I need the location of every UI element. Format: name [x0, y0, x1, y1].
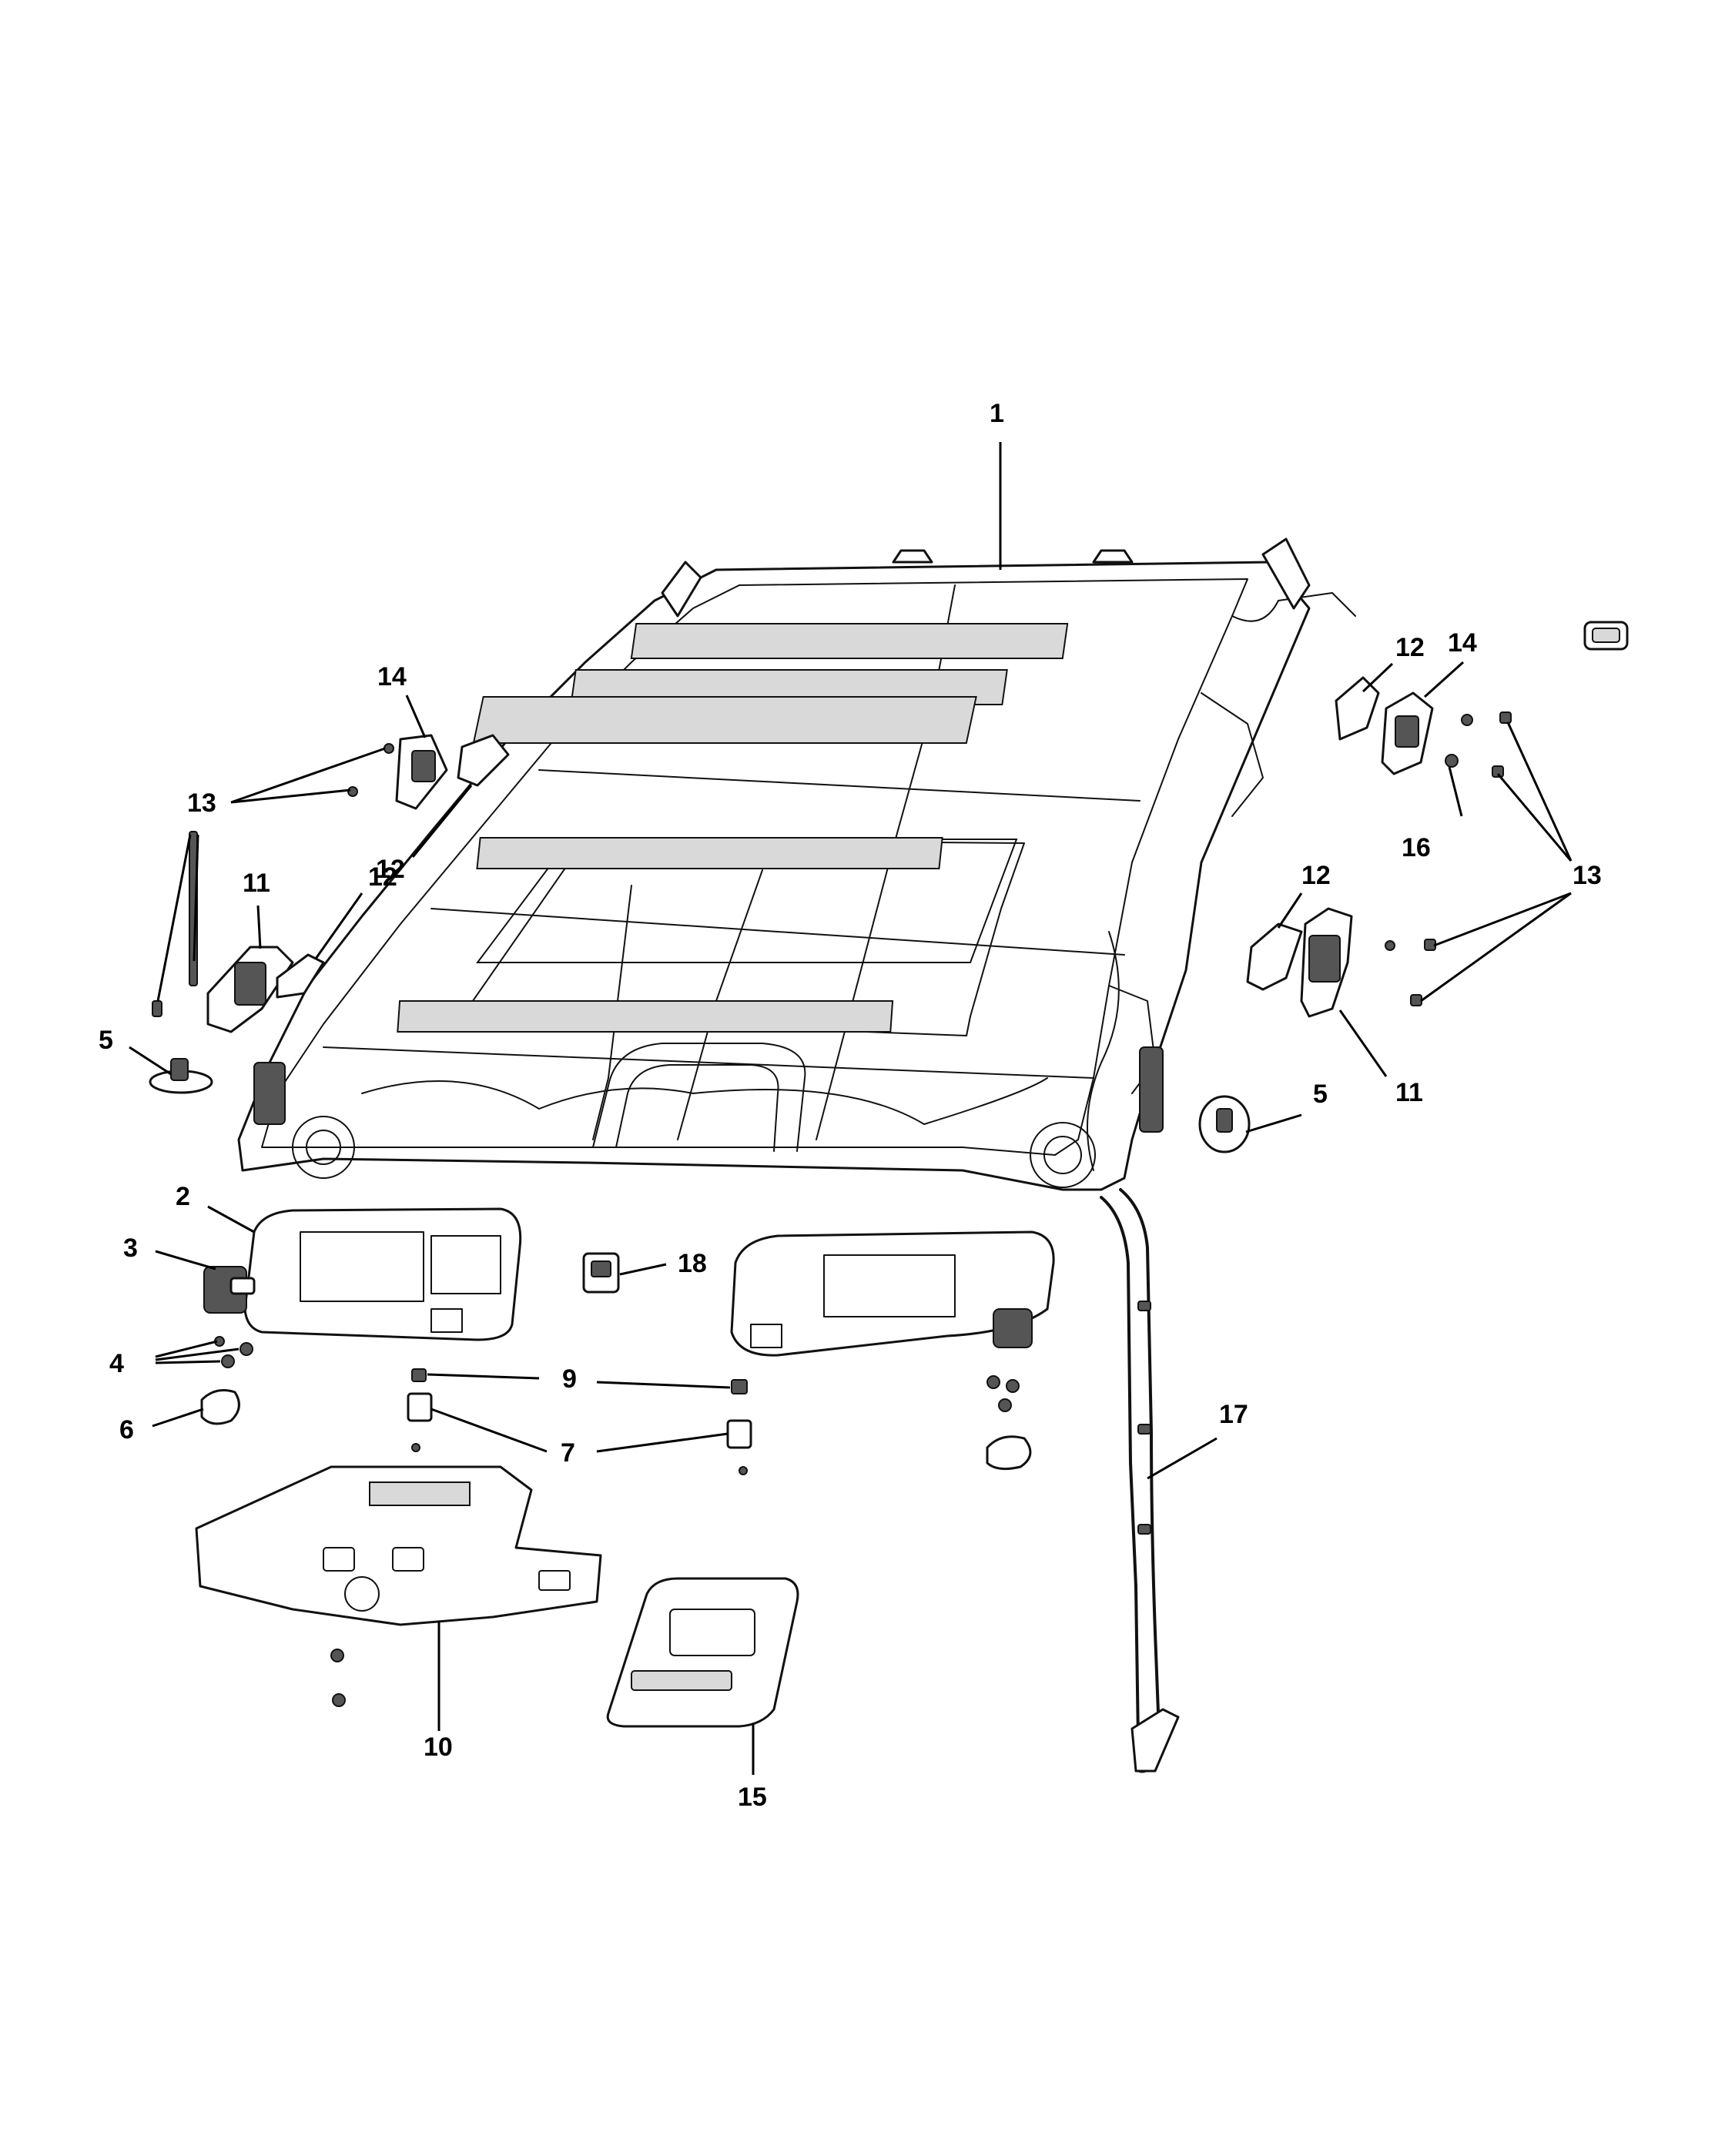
callout-4: 4 [109, 1349, 124, 1378]
visor-bracket-left [200, 1389, 240, 1425]
retainer-right [1198, 1095, 1251, 1153]
callout-16: 16 [1402, 833, 1431, 862]
screws-right-13 [1385, 711, 1512, 1006]
retainer-left [149, 1058, 213, 1094]
callout-14-left: 14 [377, 662, 407, 691]
overhead-console [606, 1577, 799, 1728]
visor-hardware-right [986, 1375, 1032, 1471]
handle-cover-left-lower [276, 953, 325, 999]
overhead-console-bracket [195, 1465, 602, 1707]
callout-15: 15 [738, 1783, 767, 1812]
callout-5-left: 5 [99, 1026, 113, 1055]
dome-lamp-lens [1583, 621, 1629, 651]
callout-3: 3 [123, 1234, 138, 1263]
callout-12-upper-left: 12 [376, 855, 405, 884]
handle-cover-right-lower [1246, 922, 1303, 991]
callout-6: 6 [119, 1415, 134, 1445]
screw-16 [1445, 754, 1459, 768]
callout-11-left: 11 [243, 869, 270, 898]
callout-14-right: 14 [1448, 628, 1477, 658]
grab-handle-bezel-right [1381, 691, 1434, 775]
headliner-panel [237, 537, 1356, 1191]
callout-1: 1 [990, 399, 1004, 428]
callout-11-right: 11 [1395, 1078, 1423, 1107]
callout-12-upper-right: 12 [1395, 633, 1425, 662]
sun-visor-left [243, 1207, 522, 1341]
callout-2: 2 [176, 1182, 190, 1211]
callout-13-left: 13 [187, 788, 216, 818]
grab-handle-bezel-left [395, 734, 448, 810]
callout-12-lower-right: 12 [1301, 861, 1331, 890]
callout-18: 18 [678, 1249, 707, 1278]
brackets-7 [407, 1392, 752, 1475]
callout-17: 17 [1219, 1400, 1248, 1429]
visor-pivot-left [203, 1266, 256, 1314]
callout-7: 7 [561, 1438, 575, 1468]
callout-9: 9 [562, 1364, 577, 1394]
callout-5-right: 5 [1313, 1080, 1328, 1109]
handle-cover-right-upper [1335, 676, 1380, 741]
wire-harness [1100, 1188, 1180, 1773]
callout-12-lower-left: 12 [368, 862, 397, 892]
sun-visor-right [730, 1230, 1055, 1357]
clips-9 [411, 1368, 748, 1394]
visor-clip-center [582, 1252, 620, 1294]
callout-10: 10 [424, 1732, 453, 1762]
handle-cover-left-upper [457, 734, 510, 787]
callout-13-right: 13 [1573, 861, 1602, 890]
grab-handle-right [1300, 907, 1353, 1018]
